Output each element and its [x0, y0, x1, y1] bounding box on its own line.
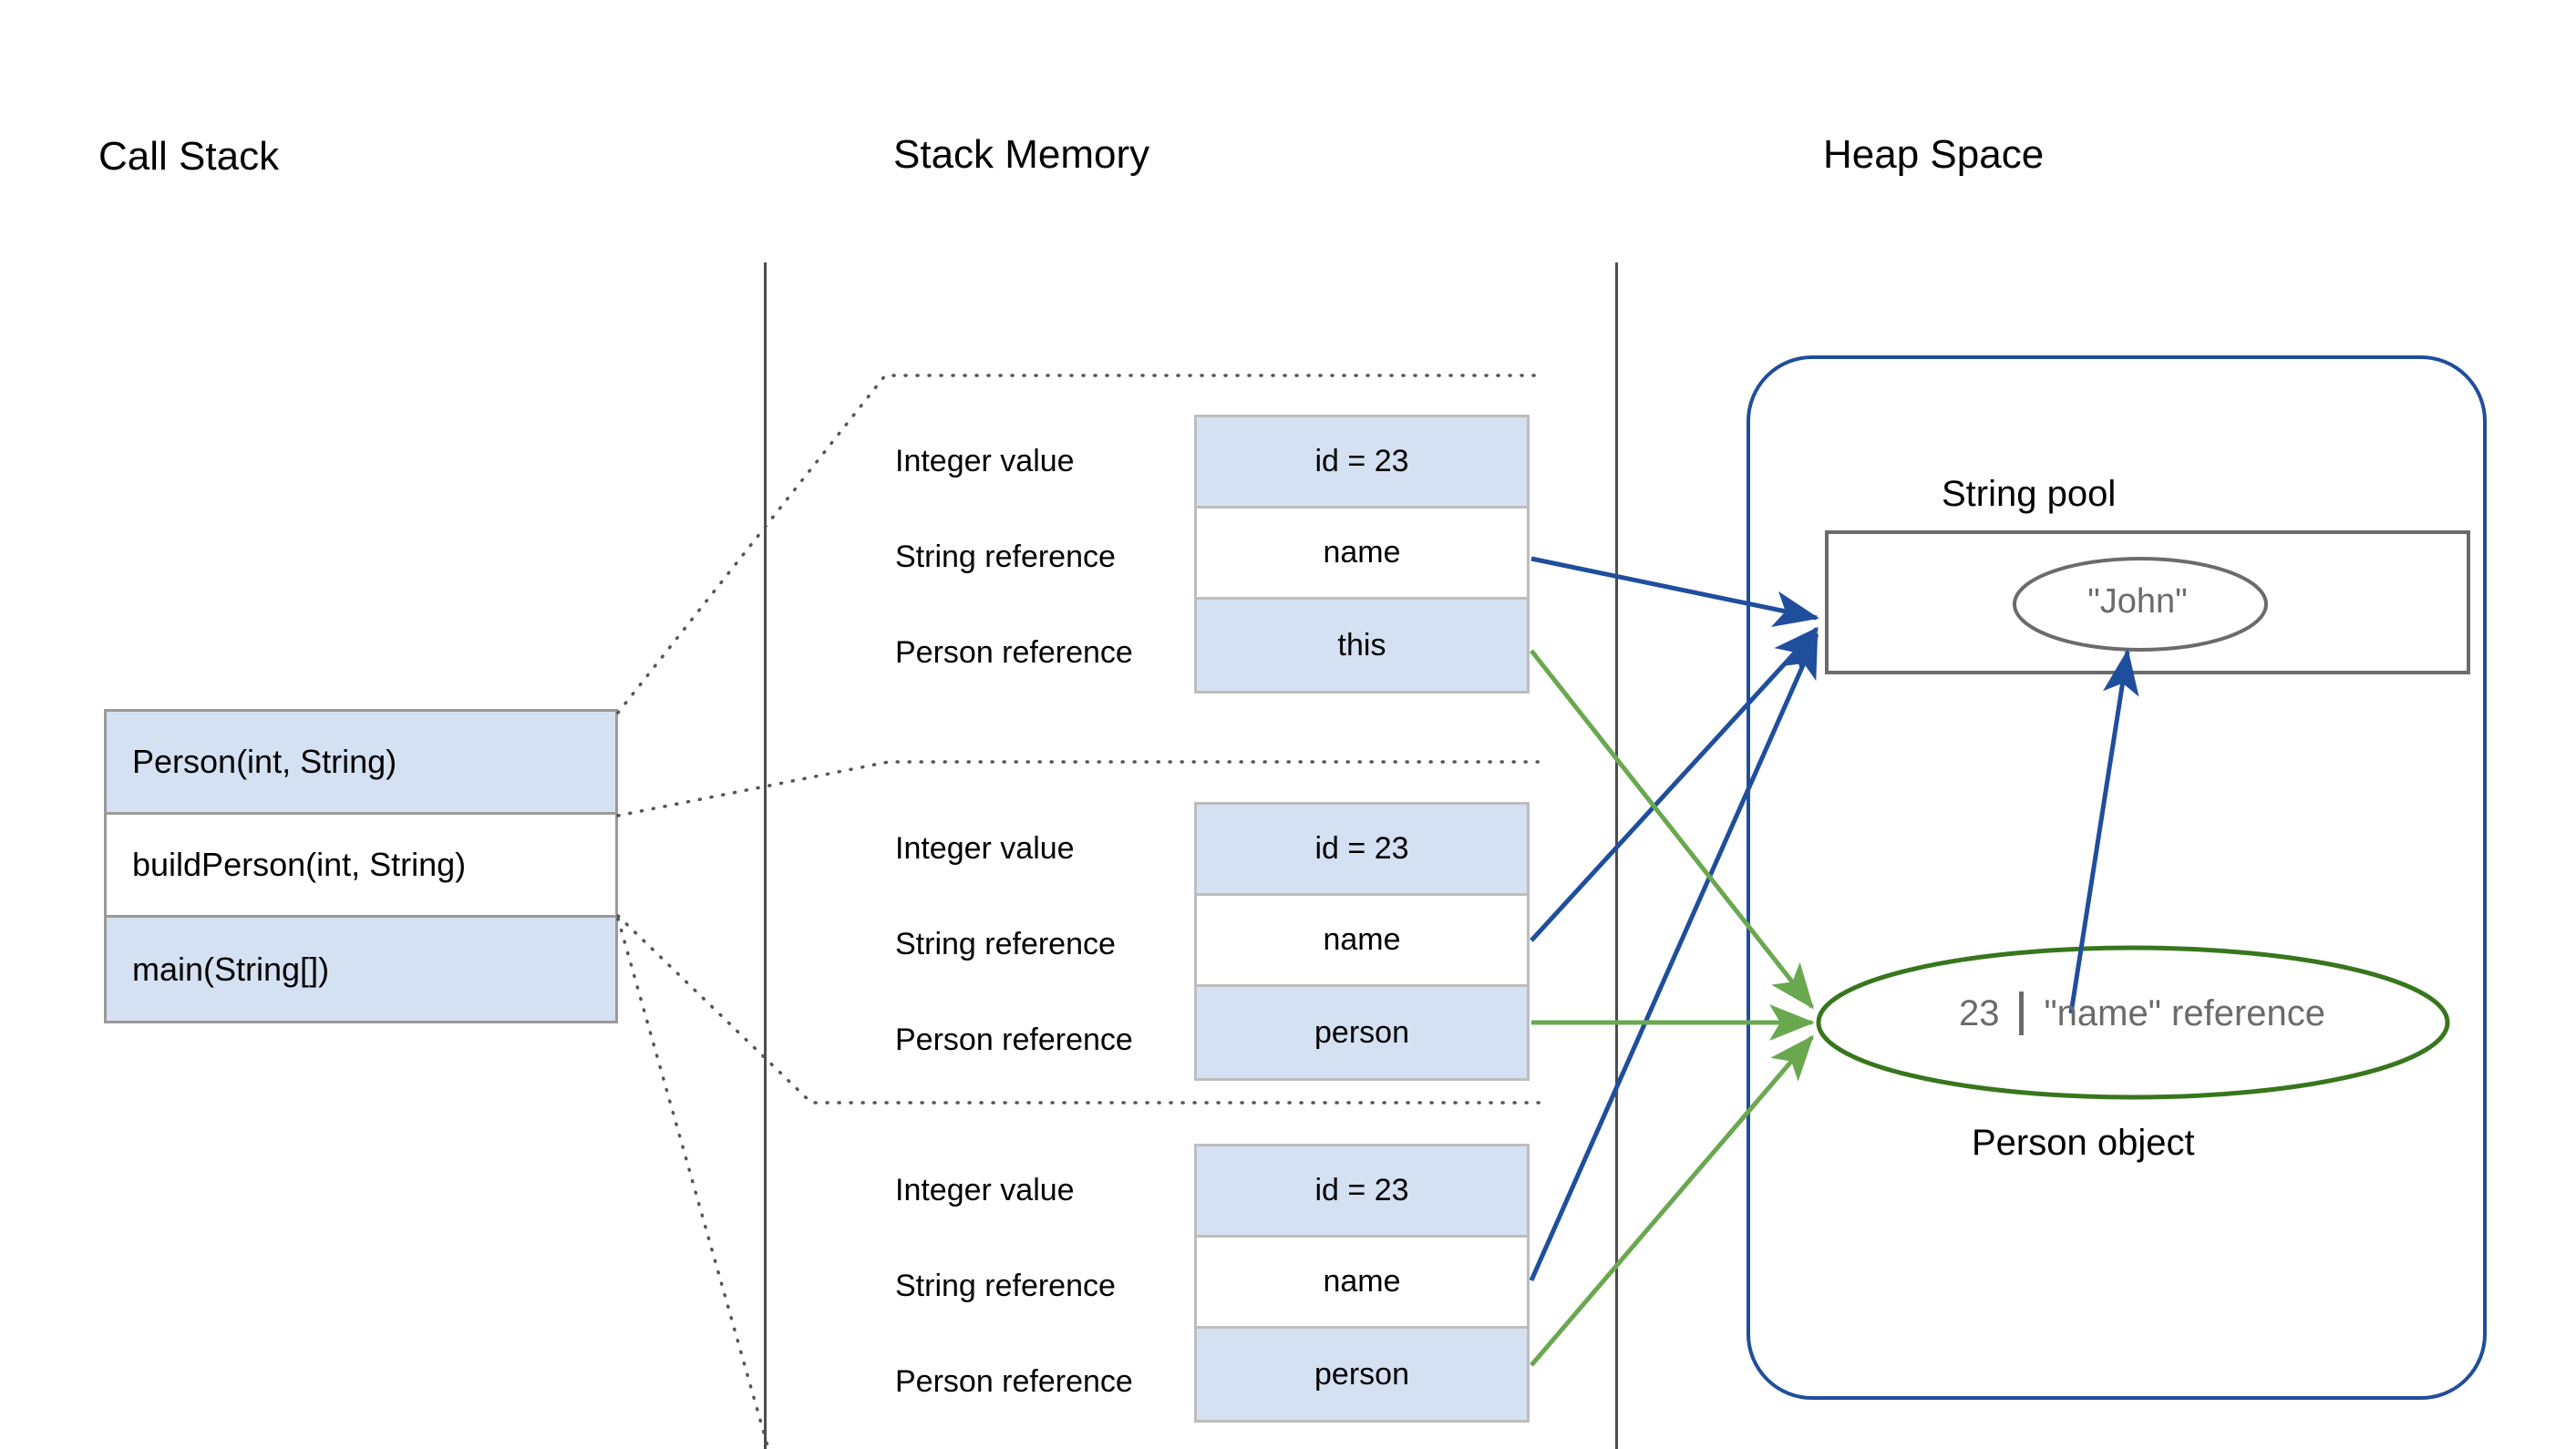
stack-frame-2-label-integer: Integer value	[895, 1173, 1075, 1208]
person-object-fields: 23 "name" reference	[1869, 986, 2416, 1041]
stack-frame-2-label-person: Person reference	[895, 1364, 1133, 1399]
stack-frame-2-cells: id = 23 name person	[1194, 1144, 1530, 1423]
string-pool-box	[1825, 530, 2470, 674]
person-object-title: Person object	[1972, 1123, 2195, 1163]
column-title-call-stack: Call Stack	[98, 134, 280, 179]
stack-frame-0-cells: id = 23 name this	[1194, 415, 1530, 694]
call-stack-frame-person[interactable]: Person(int, String)	[107, 712, 615, 815]
stack-frame-1-cells: id = 23 name person	[1194, 802, 1530, 1081]
stack-frame-0-label-integer: Integer value	[895, 444, 1075, 478]
column-title-heap-space: Heap Space	[1823, 132, 2045, 177]
stack-frame-0-label-person: Person reference	[895, 635, 1133, 670]
heap-space-container	[1747, 355, 2487, 1400]
stack-frame-1-cell-person[interactable]: person	[1197, 987, 1527, 1078]
divider-line-stack	[764, 262, 767, 1449]
stack-frame-2-cell-person[interactable]: person	[1197, 1329, 1527, 1420]
call-stack-list: Person(int, String) buildPerson(int, Str…	[104, 709, 618, 1023]
stack-frame-0-label-string: String reference	[895, 540, 1116, 574]
stack-frame-2-cell-name[interactable]: name	[1197, 1238, 1527, 1329]
stack-frame-0-cell-this[interactable]: this	[1197, 600, 1527, 691]
stack-frame-1-label-string: String reference	[895, 927, 1116, 961]
call-stack-frame-main[interactable]: main(String[])	[107, 918, 615, 1021]
stack-frame-2-cell-id[interactable]: id = 23	[1197, 1146, 1527, 1238]
string-literal-value: "John"	[2087, 581, 2188, 621]
stack-frame-0-cell-name[interactable]: name	[1197, 509, 1527, 600]
string-pool-title: String pool	[1942, 474, 2117, 514]
person-object-name-ref: "name" reference	[2044, 992, 2326, 1033]
stack-frame-2-label-string: String reference	[895, 1269, 1116, 1303]
call-stack-frame-buildperson[interactable]: buildPerson(int, String)	[107, 815, 615, 918]
stack-frame-0-cell-id[interactable]: id = 23	[1197, 417, 1527, 509]
divider-line-heap	[1615, 262, 1618, 1449]
person-object-field-separator	[2019, 992, 2025, 1035]
stack-frame-1-label-integer: Integer value	[895, 831, 1075, 866]
person-object-id: 23	[1958, 992, 2000, 1033]
stack-frame-1-cell-name[interactable]: name	[1197, 896, 1527, 987]
stack-frame-1-label-person: Person reference	[895, 1023, 1133, 1057]
column-title-stack-memory: Stack Memory	[893, 132, 1150, 177]
stack-frame-1-cell-id[interactable]: id = 23	[1197, 805, 1527, 896]
